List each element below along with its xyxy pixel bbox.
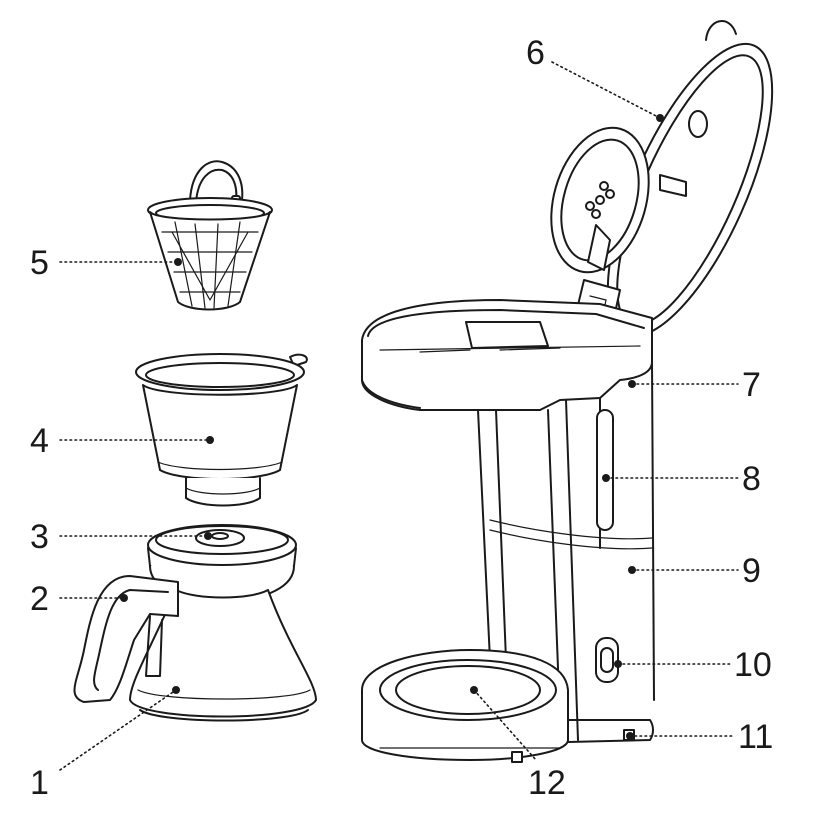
leader-dot-9 (628, 566, 636, 574)
main-body (361, 299, 655, 763)
leader-dot-4 (206, 436, 214, 444)
callout-3: 3 (30, 518, 49, 556)
carafe (73, 565, 317, 722)
water-level-window (596, 409, 614, 531)
callout-leaders (59, 61, 739, 771)
callout-1: 1 (30, 764, 49, 802)
leader-dot-8 (602, 474, 610, 482)
filter-holder (135, 353, 308, 507)
leader-1 (59, 689, 177, 771)
leader-dot-10 (614, 660, 622, 668)
leader-dot-12 (470, 686, 478, 694)
leader-dot-7 (628, 380, 636, 388)
callout-6: 6 (526, 34, 545, 72)
callout-labels: 1 2 3 4 5 6 7 8 9 10 11 12 (30, 34, 773, 802)
leader-dot-6 (656, 114, 664, 122)
callout-4: 4 (30, 422, 49, 460)
leader-dot-5 (174, 258, 182, 266)
callout-5: 5 (30, 244, 49, 282)
leader-6 (551, 61, 661, 119)
callout-7: 7 (742, 366, 761, 404)
callout-11: 11 (738, 718, 773, 756)
leader-dot-2 (120, 594, 128, 602)
callout-8: 8 (742, 460, 761, 498)
leader-12 (473, 689, 537, 761)
leader-dot-1 (172, 686, 180, 694)
callout-12: 12 (528, 764, 566, 802)
callout-2: 2 (30, 580, 49, 618)
callout-9: 9 (742, 552, 761, 590)
leader-dot-3 (204, 532, 212, 540)
callout-10: 10 (734, 646, 772, 684)
filter-basket (147, 160, 273, 311)
leader-dot-11 (626, 732, 634, 740)
